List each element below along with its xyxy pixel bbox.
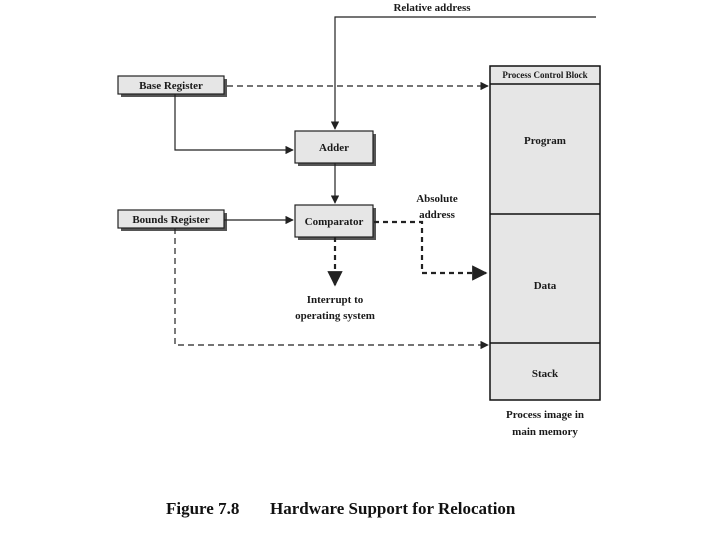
absolute-address-label-line2: address xyxy=(419,209,456,221)
adder-label: Adder xyxy=(319,142,349,154)
pcb-label: Process Control Block xyxy=(502,70,587,80)
relative-address-label: Relative address xyxy=(393,2,471,14)
adder-box xyxy=(294,130,374,164)
comparator-box xyxy=(294,204,374,238)
comparator-to-data-dashed-line xyxy=(374,220,488,281)
figure-title: Hardware Support for Relocation xyxy=(270,499,516,518)
bounds-register-box xyxy=(117,209,225,229)
base-register-box xyxy=(117,75,225,95)
process-image-label-line1: Process image in xyxy=(506,409,584,421)
interrupt-label-line1: Interrupt to xyxy=(307,294,364,306)
data-label: Data xyxy=(534,280,557,292)
base-to-adder-line xyxy=(174,94,294,155)
relative-address-line xyxy=(330,16,596,130)
process-image-label-line2: main memory xyxy=(512,426,578,438)
bounds-to-stack-dashed-line xyxy=(174,228,489,350)
stack-label: Stack xyxy=(532,368,559,380)
interrupt-label-line2: operating system xyxy=(295,310,375,322)
figure-number: Figure 7.8 xyxy=(166,499,239,518)
program-label: Program xyxy=(524,135,566,147)
memory-block xyxy=(489,65,601,401)
comparator-label: Comparator xyxy=(305,216,364,228)
absolute-address-label-line1: Absolute xyxy=(416,193,458,205)
bounds-register-label: Bounds Register xyxy=(132,214,209,226)
base-register-label: Base Register xyxy=(139,80,203,92)
